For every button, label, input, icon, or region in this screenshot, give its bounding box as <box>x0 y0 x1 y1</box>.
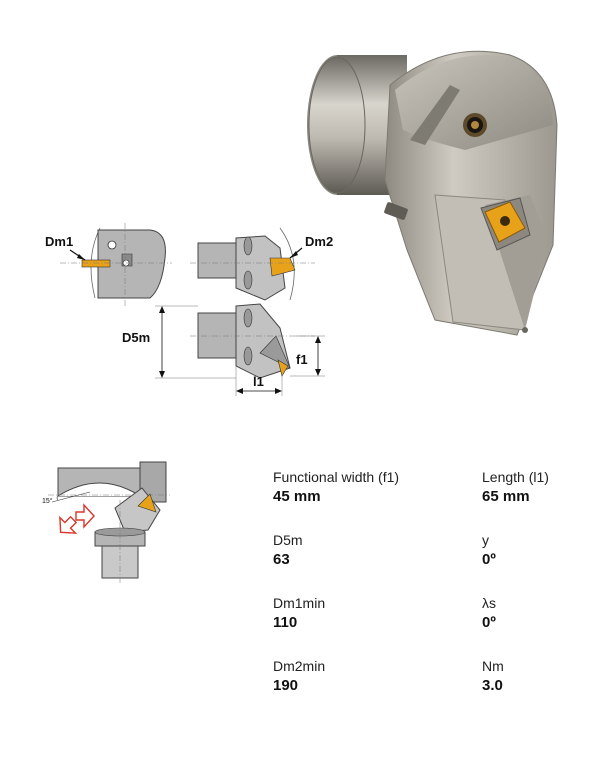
spec-label-length: Length (l1) <box>482 469 549 485</box>
feed-arrow-icon <box>59 515 78 534</box>
spec-label-d5m: D5m <box>273 532 303 548</box>
spec-value-nm: 3.0 <box>482 677 503 694</box>
f1-label: f1 <box>296 352 308 367</box>
front-view-drawing <box>60 223 172 308</box>
spec-value-dm2min: 190 <box>273 677 299 694</box>
feed-arrow-icon-2 <box>75 503 95 529</box>
l1-label: l1 <box>253 374 264 389</box>
tool-holder-photo <box>307 50 558 336</box>
spec-label-dm2min: Dm2min <box>273 658 326 674</box>
side-view-drawing <box>190 227 315 301</box>
spec-label-nm: Nm <box>482 658 504 674</box>
spec-label-dm1min: Dm1min <box>273 595 326 611</box>
top-view-drawing <box>155 303 325 396</box>
spec-value-y: 0º <box>482 551 496 568</box>
spec-value-lambda-s: 0º <box>482 614 496 631</box>
spec-value-dm1min: 110 <box>273 614 298 631</box>
spec-value-d5m: 63 <box>273 551 290 568</box>
spec-label-lambda-s: λs <box>482 595 496 611</box>
spec-label-functional-width: Functional width (f1) <box>273 469 400 485</box>
dm1-label: Dm1 <box>45 234 73 249</box>
application-diagram: 15° <box>42 461 170 585</box>
angle-label: 15° <box>42 497 53 505</box>
spec-value-length: 65 mm <box>482 488 530 505</box>
spec-value-functional-width: 45 mm <box>273 488 321 505</box>
dimension-drawings: Dm1 Dm2 D5m f1 l1 <box>45 223 333 396</box>
dm2-label: Dm2 <box>305 234 333 249</box>
spec-label-y: y <box>482 532 489 548</box>
d5m-label: D5m <box>122 330 150 345</box>
